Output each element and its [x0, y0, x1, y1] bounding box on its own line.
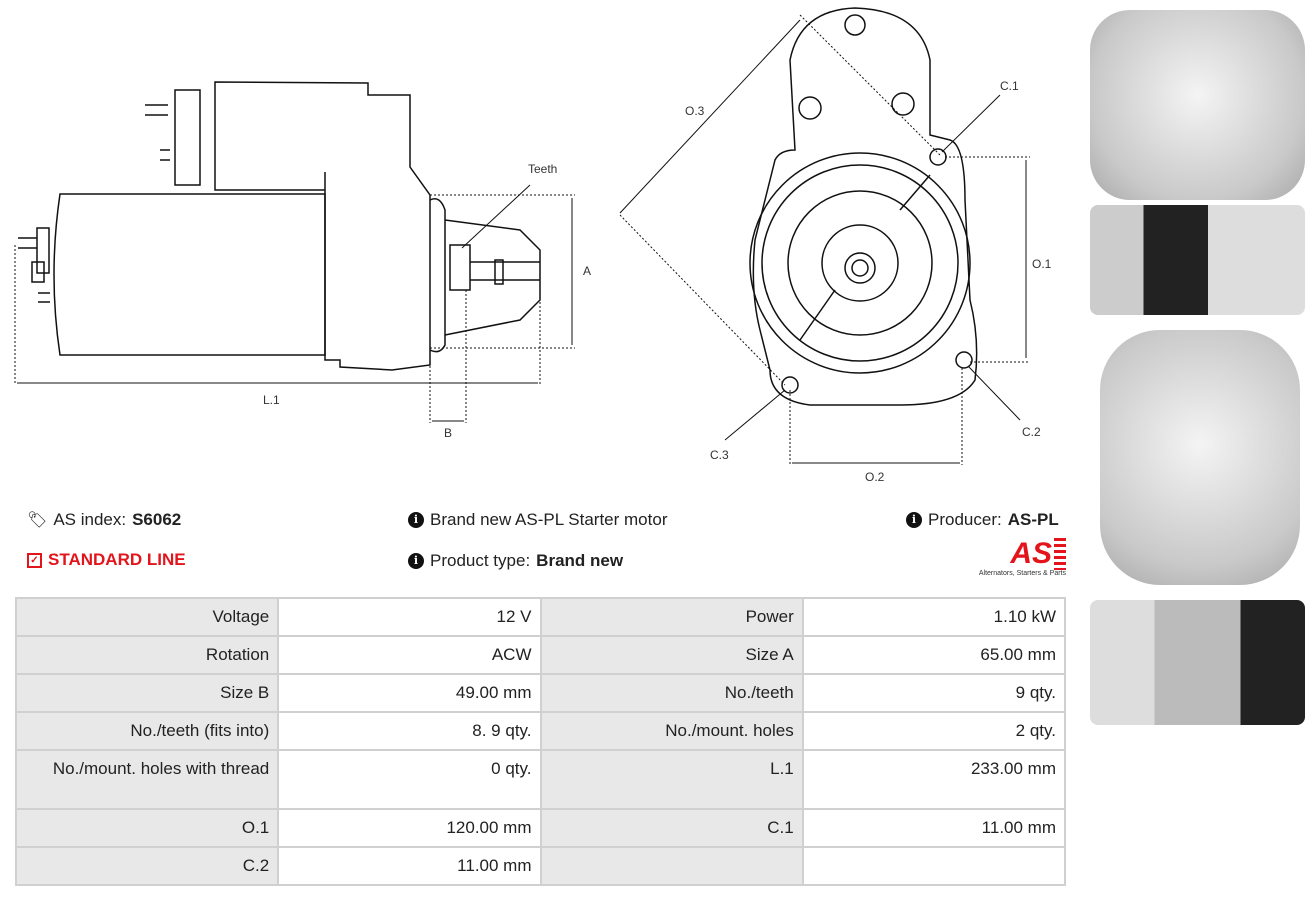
label-o2: O.2: [865, 470, 885, 484]
spec-label: C.2: [14, 846, 280, 886]
label-c3: C.3: [710, 448, 729, 462]
spec-value: 0 qty.: [277, 749, 542, 810]
product-photo-side-2[interactable]: [1090, 600, 1305, 725]
producer-value: AS-PL: [1007, 510, 1059, 529]
spec-value: 2 qty.: [801, 711, 1067, 751]
label-l1: L.1: [263, 393, 280, 407]
spec-value: 11.00 mm: [277, 846, 542, 886]
spec-label: [539, 846, 804, 886]
label-o3: O.3: [685, 104, 705, 118]
product-type: i Product type: Brand new: [408, 551, 623, 571]
product-photo-side[interactable]: [1090, 205, 1305, 315]
spec-value: ACW: [277, 635, 542, 675]
label-a: A: [583, 264, 591, 278]
label-o1: O.1: [1032, 257, 1052, 271]
product-photo-front[interactable]: [1090, 10, 1305, 200]
spec-label: No./mount. holes: [539, 711, 804, 751]
spec-value: 49.00 mm: [277, 673, 542, 713]
spec-value: 120.00 mm: [277, 808, 542, 848]
as-index: 🏷 AS index: S6062: [27, 510, 181, 530]
product-photo-rear[interactable]: [1100, 330, 1300, 585]
spec-label: Size B: [14, 673, 280, 713]
side-view-drawing: Teeth A B L.1: [14, 81, 591, 440]
as-pl-logo: AS Alternators, Starters & Parts: [966, 538, 1066, 577]
logo-tagline: Alternators, Starters & Parts: [978, 570, 1066, 577]
info-icon: i: [408, 553, 424, 569]
info-icon: i: [408, 512, 424, 528]
logo-mark: AS: [966, 538, 1066, 570]
producer-label: Producer:: [928, 510, 1002, 529]
label-c1: C.1: [1000, 79, 1019, 93]
spec-value: [801, 846, 1067, 886]
spec-value: 65.00 mm: [801, 635, 1067, 675]
spec-value: 11.00 mm: [801, 808, 1067, 848]
spec-label: No./teeth (fits into): [14, 711, 280, 751]
spec-value: 233.00 mm: [801, 749, 1067, 810]
product-type-label: Product type:: [430, 551, 531, 570]
as-index-label: AS index:: [53, 510, 127, 529]
spec-value: 12 V: [277, 597, 542, 637]
checkbox-icon: ✓: [27, 552, 42, 568]
description: i Brand new AS-PL Starter motor: [408, 510, 667, 530]
standard-line: ✓ STANDARD LINE: [27, 550, 186, 570]
standard-line-label: STANDARD LINE: [48, 550, 186, 569]
spec-row: No./teeth (fits into)8. 9 qty.No./mount.…: [14, 711, 1067, 751]
label-b: B: [444, 426, 452, 440]
spec-label: O.1: [14, 808, 280, 848]
spec-label: Rotation: [14, 635, 280, 675]
spec-label: Voltage: [14, 597, 280, 637]
info-icon: i: [906, 512, 922, 528]
label-teeth: Teeth: [528, 162, 557, 176]
spec-label: C.1: [539, 808, 804, 848]
spec-value: 8. 9 qty.: [277, 711, 542, 751]
spec-label: No./teeth: [539, 673, 804, 713]
label-c2: C.2: [1022, 425, 1041, 439]
spec-label: No./mount. holes with thread: [14, 749, 280, 810]
producer: i Producer: AS-PL: [906, 510, 1059, 530]
as-index-value: S6062: [132, 510, 182, 529]
product-type-value: Brand new: [536, 551, 624, 570]
tags-icon: 🏷: [27, 512, 48, 529]
spec-label: Size A: [539, 635, 804, 675]
spec-value: 1.10 kW: [801, 597, 1067, 637]
front-view-drawing: O.3 C.1 O.1 C.2 C.3 O.2: [619, 7, 1052, 484]
spec-label: Power: [539, 597, 804, 637]
spec-value: 9 qty.: [801, 673, 1067, 713]
spec-label: L.1: [539, 749, 804, 810]
description-text: Brand new AS-PL Starter motor: [430, 510, 668, 529]
